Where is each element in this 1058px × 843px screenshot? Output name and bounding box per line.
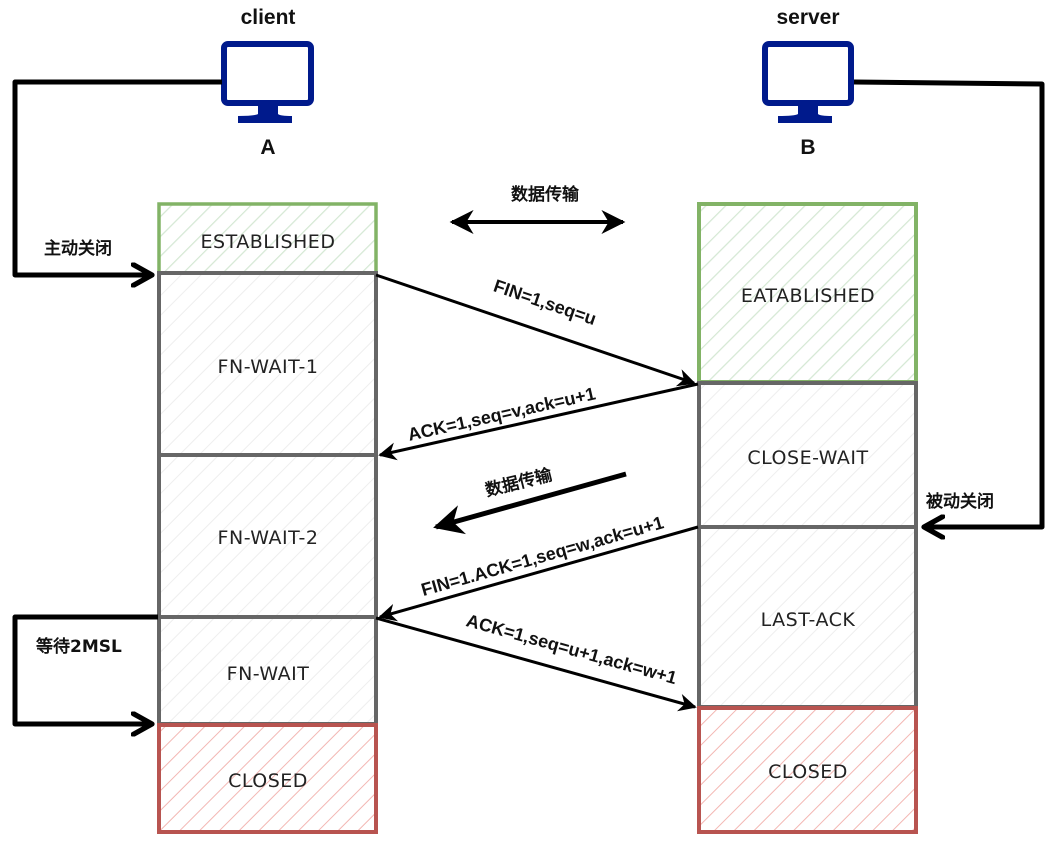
server-title: server: [776, 6, 839, 29]
message-final-ack: ACK=1,seq=u+1,ack=w+1: [375, 610, 697, 712]
message-arrow: [378, 525, 699, 622]
active-close-label: 主动关闭: [44, 238, 112, 259]
client-state-fin-wait-2: FN-WAIT-2: [157, 453, 378, 619]
server-state-last-ack: LAST-ACK: [697, 525, 918, 709]
message-arrow: [375, 616, 697, 712]
server-name: B: [800, 136, 815, 159]
state-label: FN-WAIT-2: [218, 527, 319, 549]
monitor-icon: [221, 41, 314, 123]
client-state-closed: CLOSED: [157, 723, 378, 834]
state-label: ESTABLISHED: [201, 231, 336, 253]
wait-2msl-label: 等待2MSL: [36, 636, 122, 657]
client-title: client: [241, 6, 296, 29]
client-state-time-wait: FN-WAIT: [157, 615, 378, 726]
state-label: LAST-ACK: [761, 609, 856, 631]
message-fin: FIN=1,seq=u: [375, 273, 696, 387]
state-label: CLOSED: [768, 761, 848, 783]
arrow: [433, 471, 627, 535]
client-state-fin-wait-1: FN-WAIT-1: [157, 271, 378, 457]
client-host: client A: [221, 6, 314, 159]
data-transfer-both: 数据传输: [449, 184, 626, 234]
data-transfer-label: 数据传输: [511, 184, 580, 205]
wait-2msl-connector: 等待2MSL: [12, 614, 158, 724]
server-state-column: EATABLISHED CLOSE-WAIT LAST-ACK CLOSED: [697, 202, 918, 834]
message-ack: ACK=1,seq=v,ack=u+1: [378, 382, 699, 461]
server-state-established: EATABLISHED: [697, 202, 918, 384]
client-name: A: [260, 136, 275, 159]
state-label: EATABLISHED: [741, 285, 875, 307]
passive-close-label: 被动关闭: [926, 491, 994, 512]
message-arrow: [375, 273, 696, 387]
client-state-established: ESTABLISHED: [157, 202, 378, 275]
message-fin-ack: FIN=1.ACK=1,seq=w,ack=u+1: [378, 512, 699, 622]
state-label: FN-WAIT: [227, 663, 310, 685]
state-label: CLOSED: [228, 770, 308, 792]
message-arrow: [378, 382, 699, 461]
message-label: ACK=1,seq=u+1,ack=w+1: [464, 610, 679, 688]
server-state-close-wait: CLOSE-WAIT: [697, 381, 918, 529]
state-label: CLOSE-WAIT: [747, 447, 868, 469]
server-host: server B: [762, 6, 854, 159]
data-transfer-server-to-client: 数据传输: [433, 464, 627, 535]
client-state-column: ESTABLISHED FN-WAIT-1 FN-WAIT-2 FN-WAIT …: [157, 202, 378, 834]
passive-close-connector: 被动关闭: [853, 79, 1045, 527]
state-label: FN-WAIT-1: [218, 356, 319, 378]
server-state-closed: CLOSED: [697, 706, 918, 834]
message-label: FIN=1.ACK=1,seq=w,ack=u+1: [419, 512, 666, 600]
monitor-icon: [762, 41, 854, 123]
active-close-connector: 主动关闭: [12, 79, 222, 275]
